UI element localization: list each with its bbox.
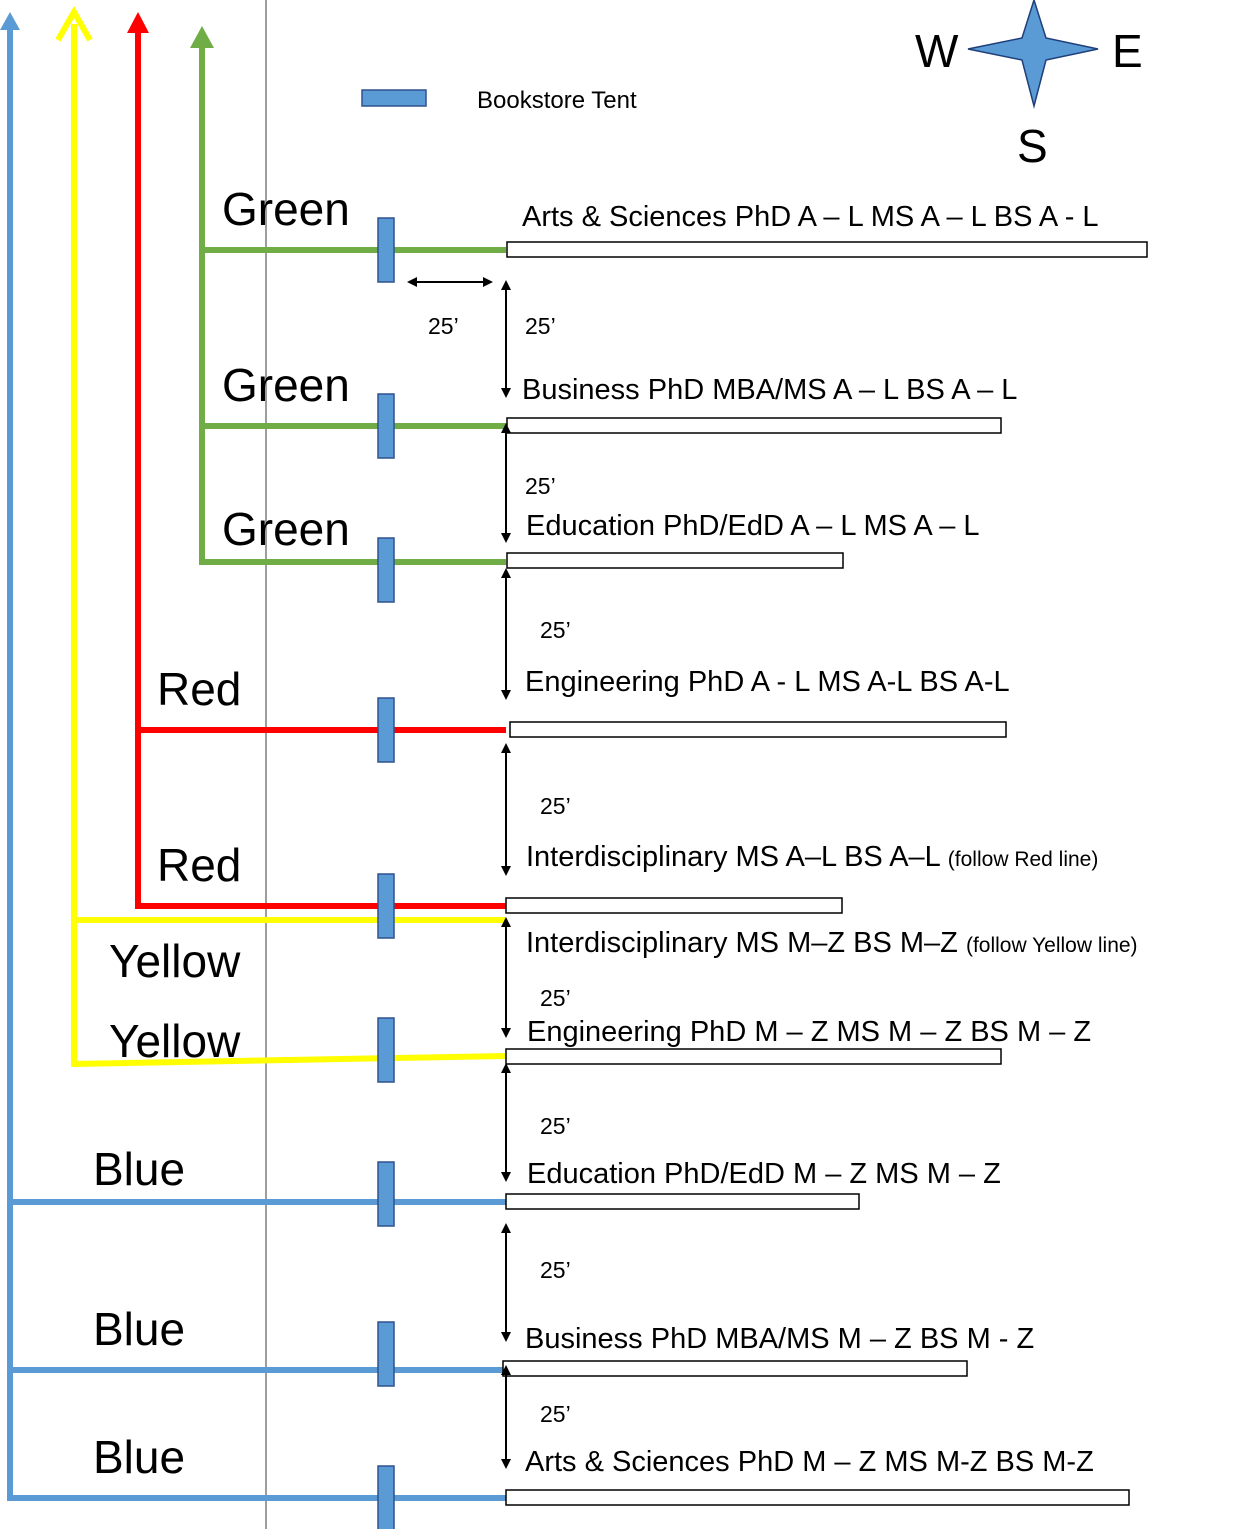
tent-1 <box>377 217 395 283</box>
color-label-green-1: Green <box>222 183 350 235</box>
legend-bookstore-tent-label: Bookstore Tent <box>477 87 637 114</box>
row-label-interdisciplinary-mz: Interdisciplinary MS M–Z BS M–Z (follow … <box>526 927 1138 959</box>
distance-label-gap-1: 25’ <box>525 313 556 339</box>
compass-east: E <box>1112 25 1143 77</box>
row-label-education-mz: Education PhD/EdD M – Z MS M – Z <box>527 1158 1001 1190</box>
distance-label-horizontal: 25’ <box>428 313 459 339</box>
color-label-green-2: Green <box>222 359 350 411</box>
row-label-interdisciplinary-al: Interdisciplinary MS A–L BS A–L (follow … <box>526 841 1099 873</box>
distance-label-gap-7: 25’ <box>540 1257 571 1283</box>
row-bar-business-al <box>506 417 1002 434</box>
compass-south: S <box>1017 120 1048 172</box>
distance-label-gap-2: 25’ <box>525 473 556 499</box>
color-label-yellow-1: Yellow <box>109 935 241 987</box>
distance-label-gap-4: 25’ <box>540 793 571 819</box>
compass-west: W <box>915 25 959 77</box>
color-label-yellow-2: Yellow <box>109 1015 241 1067</box>
row-label-arts-sciences-mz: Arts & Sciences PhD M – Z MS M-Z BS M-Z <box>525 1446 1094 1478</box>
row-label-education-al: Education PhD/EdD A – L MS A – L <box>526 510 980 542</box>
distance-label-gap-6: 25’ <box>540 1113 571 1139</box>
tent-9 <box>377 1465 395 1529</box>
row-note-follow-yellow: (follow Yellow line) <box>965 934 1138 957</box>
row-bar-business-mz <box>502 1360 968 1377</box>
row-label-arts-sciences-al: Arts & Sciences PhD A – L MS A – L BS A … <box>522 201 1099 233</box>
distance-label-gap-8: 25’ <box>540 1401 571 1427</box>
tent-7 <box>377 1161 395 1227</box>
distance-label-gap-5: 25’ <box>540 985 571 1011</box>
row-label-engineering-al: Engineering PhD A - L MS A-L BS A-L <box>525 666 1010 698</box>
color-label-red-2: Red <box>157 839 242 891</box>
row-bar-education-mz <box>505 1193 860 1210</box>
green-route <box>190 26 506 565</box>
color-label-blue-1: Blue <box>93 1143 186 1195</box>
blue-route <box>0 12 506 1501</box>
row-bar-arts-sciences-mz <box>505 1489 1130 1506</box>
tent-8 <box>377 1321 395 1387</box>
yellow-route <box>55 5 507 1067</box>
row-label-business-al: Business PhD MBA/MS A – L BS A – L <box>522 374 1018 406</box>
row-bar-interdisciplinary <box>505 897 843 914</box>
color-label-red-1: Red <box>157 663 242 715</box>
tent-2 <box>377 393 395 459</box>
legend-tent-swatch <box>361 89 427 107</box>
seating-rows <box>502 241 1148 1506</box>
bookstore-tents <box>377 217 395 1529</box>
tent-6 <box>377 1017 395 1083</box>
row-bar-arts-sciences-al <box>506 241 1148 258</box>
row-bar-education-al <box>506 552 844 569</box>
row-label-business-mz: Business PhD MBA/MS M – Z BS M - Z <box>525 1323 1035 1355</box>
color-label-blue-2: Blue <box>93 1303 186 1355</box>
tent-4 <box>377 697 395 763</box>
tent-5 <box>377 873 395 939</box>
color-label-blue-3: Blue <box>93 1431 186 1483</box>
color-label-green-3: Green <box>222 503 350 555</box>
row-bar-engineering-mz <box>505 1048 1002 1065</box>
compass-rose <box>967 0 1099 109</box>
row-bar-engineering-al <box>509 721 1007 738</box>
distance-label-gap-3: 25’ <box>540 617 571 643</box>
row-label-engineering-mz: Engineering PhD M – Z MS M – Z BS M – Z <box>527 1016 1092 1048</box>
tent-3 <box>377 537 395 603</box>
distance-arrows <box>407 277 511 1469</box>
red-route <box>127 12 506 909</box>
row-note-follow-red: (follow Red line) <box>947 848 1099 871</box>
